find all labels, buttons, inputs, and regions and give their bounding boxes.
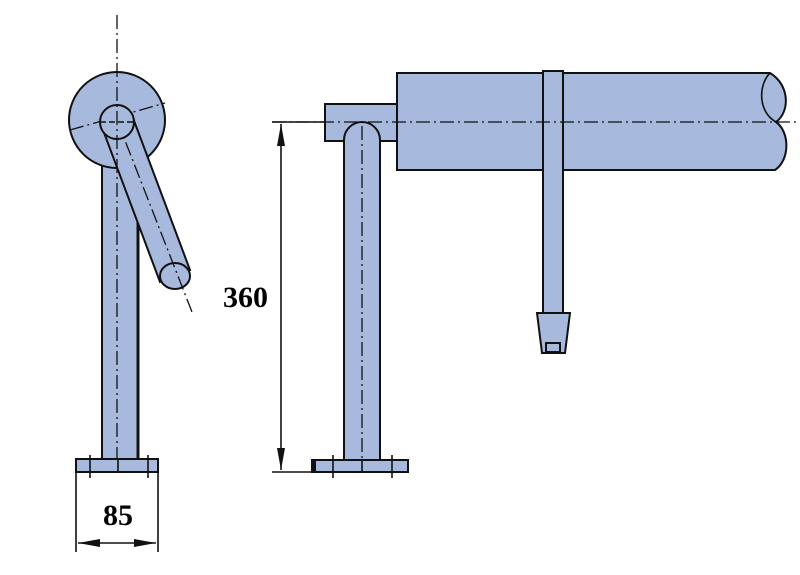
plate-edge [312, 460, 316, 472]
front-view: 360 [223, 70, 800, 478]
dimension-label-85: 85 [103, 499, 133, 532]
nozzle [535, 312, 572, 354]
hanger-strap [542, 70, 564, 314]
base-plate [75, 458, 159, 473]
post-base-plate [311, 459, 409, 473]
arm-end [159, 262, 191, 290]
dimension-360: 360 [223, 121, 325, 473]
dimension-85: 85 [75, 472, 159, 552]
side-view: 85 [68, 15, 193, 552]
dimension-label-360: 360 [223, 281, 268, 314]
shaft-break-line [760, 72, 777, 123]
